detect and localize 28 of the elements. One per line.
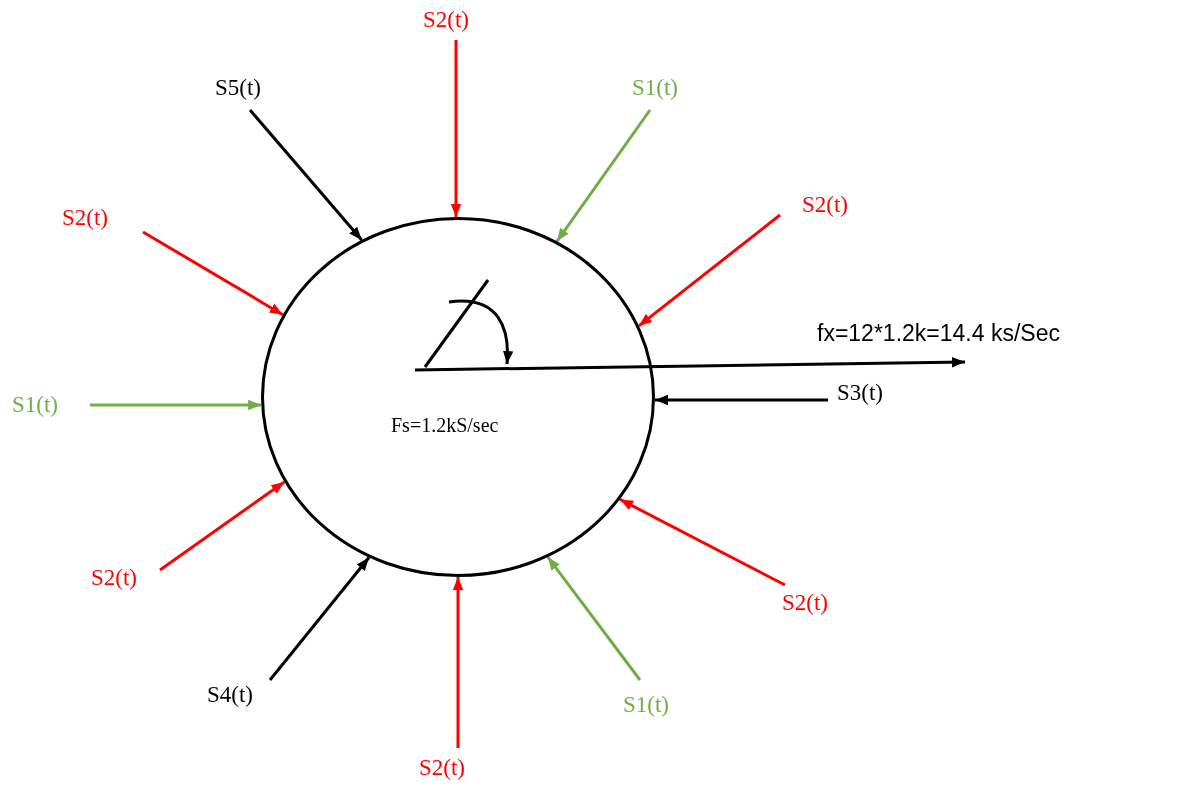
output-rate-label: fx=12*1.2k=14.4 ks/Sec xyxy=(817,322,1060,345)
arrow xyxy=(452,577,464,748)
signal-label: S2(t) xyxy=(782,591,828,614)
arrow xyxy=(142,230,284,316)
signal-label: S1(t) xyxy=(632,76,678,99)
signal-label: S2(t) xyxy=(419,756,465,779)
arrow xyxy=(450,40,462,217)
signal-label: S2(t) xyxy=(62,206,108,229)
signal-label: S3(t) xyxy=(837,381,883,404)
signal-label: S1(t) xyxy=(623,693,669,716)
arrow xyxy=(414,357,966,372)
signal-label: S4(t) xyxy=(207,683,253,706)
arrow xyxy=(268,556,371,681)
signal-label: S1(t) xyxy=(12,393,58,416)
arrow xyxy=(654,394,828,406)
sampling-rate-label: Fs=1.2kS/sec xyxy=(391,415,499,435)
arrow xyxy=(546,556,642,681)
arrow xyxy=(90,399,262,411)
multiplexer-circle xyxy=(261,217,655,577)
arrow xyxy=(159,480,286,572)
signal-label: S5(t) xyxy=(215,76,261,99)
signal-label: S2(t) xyxy=(91,566,137,589)
arrow xyxy=(638,213,781,327)
signal-label: S2(t) xyxy=(802,193,848,216)
arrow xyxy=(619,498,786,587)
arrow xyxy=(248,109,363,241)
arrow xyxy=(555,109,652,243)
signal-label: S2(t) xyxy=(423,8,469,31)
